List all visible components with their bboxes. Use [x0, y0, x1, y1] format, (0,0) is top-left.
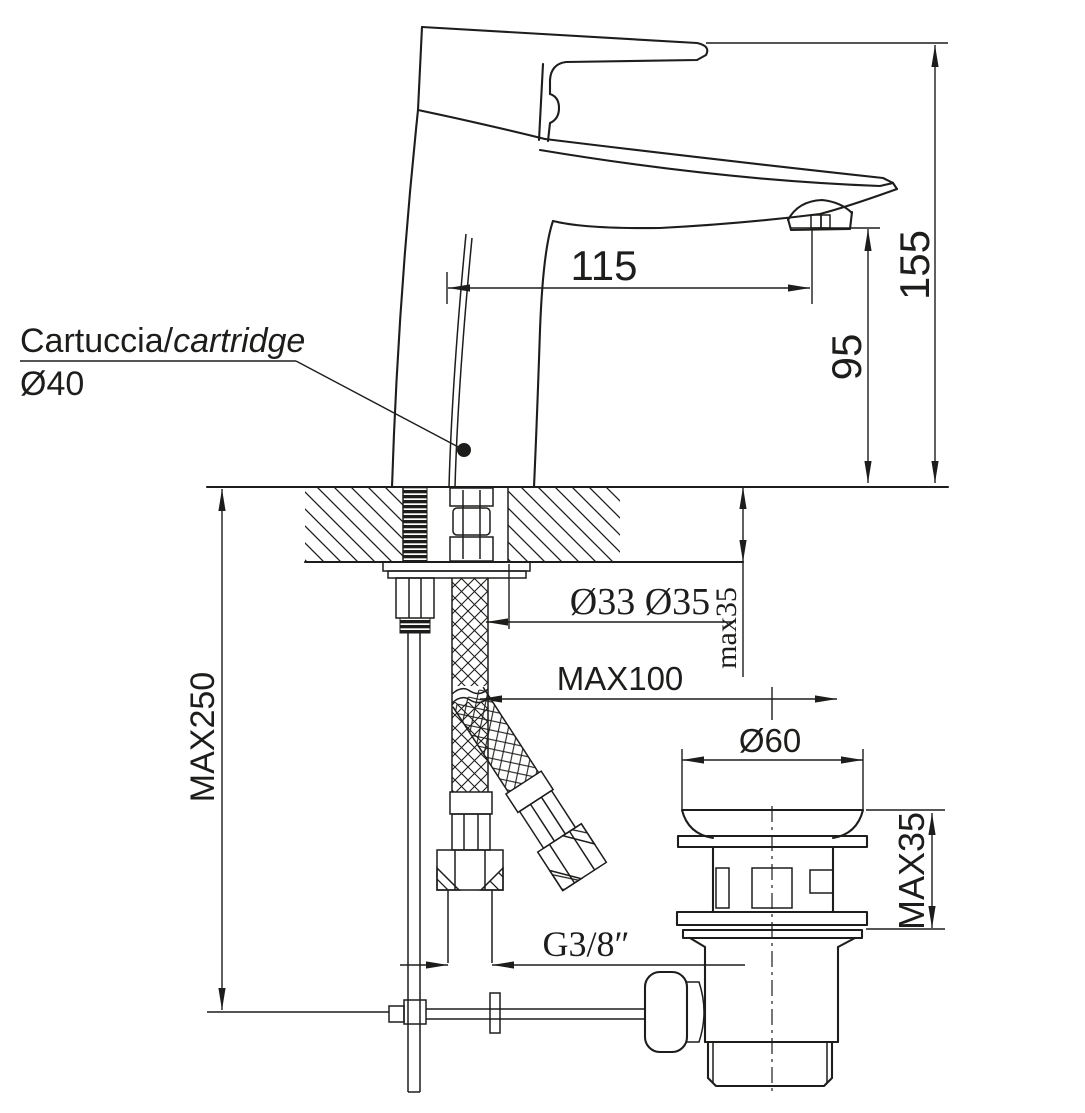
dim-max35-counter-label: max35 [710, 587, 743, 669]
body-inner-line-1 [448, 233, 467, 488]
body-left-edge [390, 108, 420, 489]
drain-cap-side-left [680, 808, 715, 840]
dim-95-label: 95 [823, 334, 870, 381]
spout-tip [891, 181, 899, 191]
hose-fitting-upper [449, 487, 494, 562]
lever-neck-left [537, 62, 545, 142]
dimension-drain-max35: MAX35 [866, 809, 945, 930]
fixing-nut [395, 577, 435, 619]
cartridge-callout: Cartuccia/cartridge Ø40 [20, 322, 471, 457]
drain-body-notch-left [715, 867, 730, 909]
aerator-dome [786, 198, 854, 222]
cartridge-diameter-label: Ø40 [20, 365, 84, 403]
dim-max100-label: MAX100 [557, 660, 684, 697]
hose-angled-braid [452, 687, 539, 793]
spout-front-edge [538, 148, 895, 188]
body-top [416, 108, 547, 141]
dimension-hole-diameter: Ø33 Ø35 [486, 564, 733, 629]
threaded-stud [402, 486, 428, 563]
mounting-hardware [382, 486, 531, 1093]
stud-thread-lower [399, 617, 431, 634]
dim-g38-label: G3/8″ [543, 924, 630, 964]
washer-plate-1 [382, 561, 531, 572]
leader-dot [457, 443, 471, 457]
washer-plate-2 [387, 570, 527, 579]
dim-155-label: 155 [891, 230, 938, 300]
drain-body-chamfer-left [688, 936, 707, 949]
countertop-section [205, 485, 950, 564]
drain-body-chamfer-right [836, 936, 857, 949]
spout-top [543, 137, 895, 185]
flexible-hoses [436, 578, 608, 963]
lever-left-edge [416, 25, 424, 112]
dimension-spout-height: 95 [791, 227, 880, 483]
dim-max250-label: MAX250 [184, 672, 222, 802]
dim-max35-drain-label: MAX35 [891, 812, 932, 930]
drain-body-step-right [809, 869, 833, 894]
body-inner-line-2 [454, 237, 473, 488]
dimension-supply-thread: G3/8″ [400, 924, 745, 969]
drain-cap-side-right [831, 808, 865, 840]
popup-lever-connector [687, 981, 705, 1043]
dimension-counter-thickness: max35 [710, 487, 747, 677]
counter-hatch-left [305, 488, 403, 562]
aerator-detail-right [820, 214, 831, 229]
hose-vertical-braid [452, 578, 488, 792]
dimension-total-height: 155 [706, 42, 948, 483]
dimension-drain-flange: Ø60 [681, 722, 864, 809]
spout-underside [532, 187, 899, 489]
dim-d60-label: Ø60 [739, 722, 801, 759]
dim-hole-label: Ø33 Ø35 [570, 581, 710, 623]
counter-hatch-right [508, 488, 620, 562]
rod-clamp [489, 992, 501, 1034]
aerator-base [786, 210, 854, 232]
drain-tailpiece [706, 1040, 834, 1088]
rod-joint-tab [388, 1005, 405, 1023]
aerator-detail-left [810, 214, 822, 229]
dimension-spout-reach: 115 [446, 229, 813, 304]
lift-rod [407, 633, 421, 1093]
lever-handle [420, 25, 709, 96]
popup-drain [388, 806, 869, 1095]
cartridge-label: Cartuccia/cartridge [20, 322, 305, 360]
hose-angled [452, 686, 608, 892]
hose-fitting-angled [504, 770, 608, 892]
dim-115-label: 115 [571, 242, 638, 289]
lever-button [546, 92, 561, 143]
dimension-max100: MAX100 [480, 660, 837, 720]
faucet-outline [390, 25, 899, 489]
dimension-max250: MAX250 [184, 489, 389, 1013]
hose-fitting-vertical [436, 791, 504, 963]
popup-lever-housing [643, 970, 689, 1054]
